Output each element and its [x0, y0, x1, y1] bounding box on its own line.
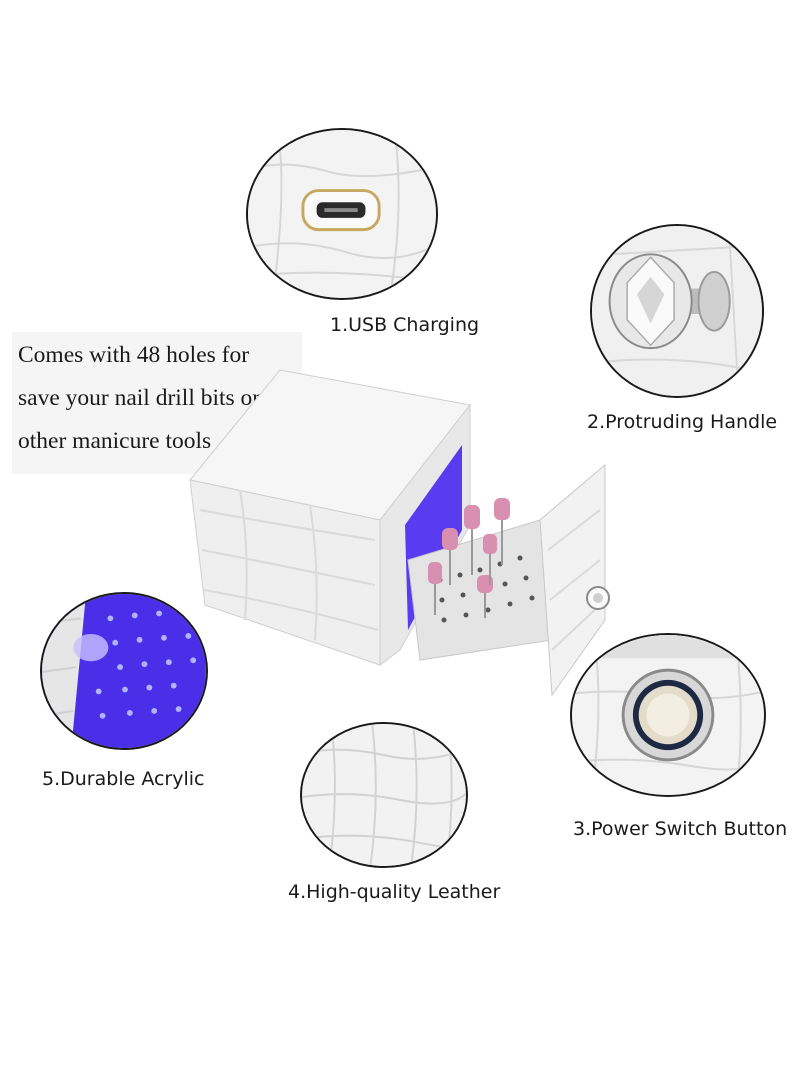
usb-port-closeup — [246, 128, 438, 300]
promo-line-2: save your nail drill bits or — [18, 385, 261, 411]
leather-closeup — [300, 722, 468, 868]
promo-line-3: other manicure tools — [18, 428, 212, 454]
power-switch-button-label: 3.Power Switch Button — [573, 818, 788, 840]
acrylic-closeup — [40, 592, 208, 750]
promo-line-1: Comes with 48 holes for — [18, 342, 250, 368]
usb-charging-label: 1.USB Charging — [330, 314, 480, 336]
leather-texture-illustration — [302, 724, 466, 866]
high-quality-leather-label: 4.High-quality Leather — [288, 881, 501, 903]
crystal-handle-illustration — [592, 226, 762, 396]
protruding-handle-label: 2.Protruding Handle — [587, 411, 778, 433]
usb-port-illustration — [248, 130, 436, 298]
acrylic-panel-illustration — [42, 594, 206, 748]
power-button-illustration — [572, 635, 764, 795]
product-uv-sterilizer-box — [180, 350, 620, 700]
power-switch-closeup — [570, 633, 766, 797]
product-illustration — [189, 369, 610, 697]
handle-closeup — [590, 224, 764, 398]
durable-acrylic-label: 5.Durable Acrylic — [42, 768, 205, 790]
